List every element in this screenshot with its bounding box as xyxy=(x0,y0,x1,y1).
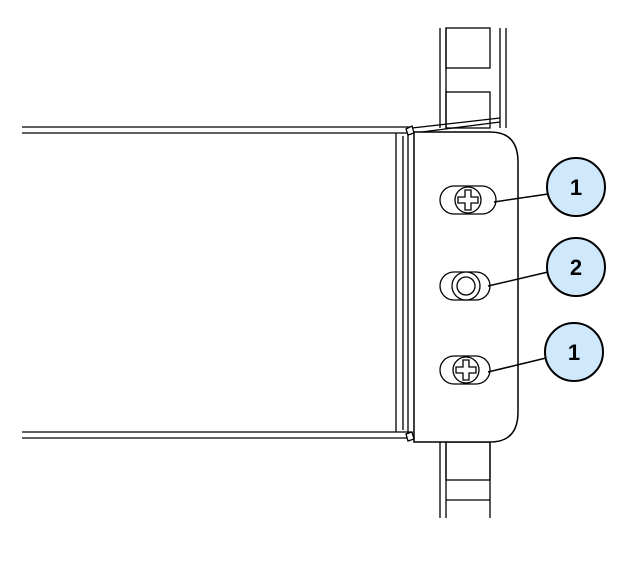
chassis xyxy=(22,117,501,442)
rack-rail xyxy=(439,27,507,518)
callout-label: 1 xyxy=(568,340,580,365)
callout-2: 2 xyxy=(546,237,606,297)
rail-hole-top-2 xyxy=(445,91,491,129)
phillips-screw-top xyxy=(439,185,497,215)
rail-hole-bottom-1 xyxy=(445,441,491,481)
leader-line-3 xyxy=(487,357,547,373)
leader-lines xyxy=(487,193,549,373)
leader-line-2 xyxy=(487,271,549,287)
leader-line-1 xyxy=(493,193,549,203)
callout-1-top: 1 xyxy=(546,157,606,217)
phillips-screw-bottom xyxy=(439,355,491,385)
captive-fastener xyxy=(439,271,491,301)
callout-1-bottom: 1 xyxy=(544,322,604,382)
rail-hole-top-1 xyxy=(445,27,491,69)
callout-label: 1 xyxy=(570,175,582,200)
callout-label: 2 xyxy=(570,255,582,280)
